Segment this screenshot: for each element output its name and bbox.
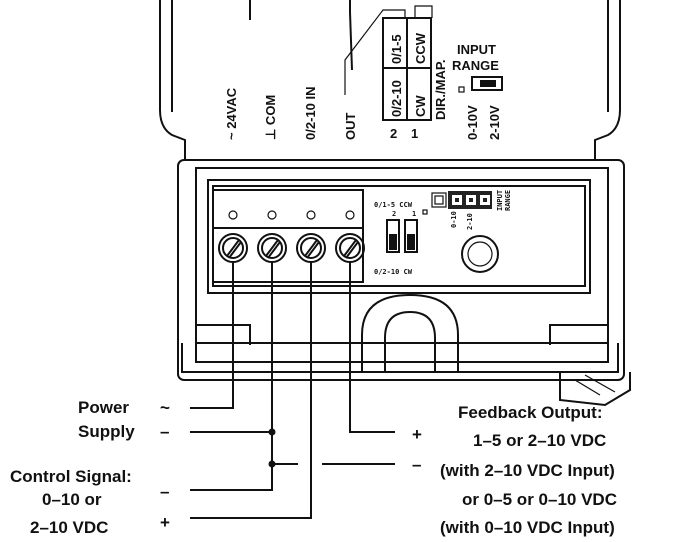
control-label-3: 2–10 VDC — [30, 518, 108, 537]
led-indicator — [461, 235, 499, 273]
label-2-10v: 2-10V — [487, 105, 502, 140]
input-range-title-2: RANGE — [452, 58, 499, 73]
label-col2-top: CCW — [413, 32, 428, 64]
power-symbol: ~ — [160, 398, 170, 417]
top-terminal-labels: ~ 24VAC ⊥ COM 0/2-10 IN OUT — [224, 87, 358, 140]
label-24vac: ~ 24VAC — [224, 87, 239, 140]
label-in: 0/2-10 IN — [303, 87, 318, 140]
terminal-screw-3 — [296, 233, 326, 263]
control-label-1: Control Signal: — [10, 467, 132, 486]
label-num2: 2 — [390, 126, 397, 141]
feedback-line-2: 1–5 or 2–10 VDC — [473, 431, 606, 450]
feedback-line-5: (with 0–10 VDC Input) — [440, 518, 615, 537]
control-label-2: 0–10 or — [42, 490, 102, 509]
svg-text:2: 2 — [392, 210, 396, 218]
input-range-legend: INPUT RANGE 0-10V 2-10V — [452, 42, 503, 140]
svg-text:INPUT: INPUT — [496, 190, 504, 211]
terminal-screw-1 — [218, 233, 248, 263]
feedback-line-4: or 0–5 or 0–10 VDC — [462, 490, 617, 509]
jumper-icon — [480, 80, 496, 87]
out-leader-line — [344, 9, 406, 95]
callout-labels: Power ~ Supply – Control Signal: 0–10 or… — [10, 398, 617, 537]
label-col2-bottom: CW — [413, 95, 428, 117]
terminal-screw-4 — [335, 233, 365, 263]
label-dir-map: DIR./MAP. — [433, 60, 448, 120]
feedback-line-3: (with 2–10 VDC Input) — [440, 461, 615, 480]
lower-housing — [177, 159, 631, 407]
terminal-screw-2 — [257, 233, 287, 263]
label-0-10v: 0-10V — [465, 105, 480, 140]
control-plus: + — [160, 513, 170, 532]
input-range-title-1: INPUT — [457, 42, 496, 57]
label-col1-top: 0/1-5 — [389, 34, 404, 64]
board-jumper: 0-10 2-10 INPUT RANGE — [431, 190, 512, 273]
board-sw-bottom: 0/2-10 CW — [374, 268, 413, 276]
svg-text:0-10: 0-10 — [450, 211, 458, 228]
feedback-minus: – — [412, 455, 421, 474]
feedback-plus: + — [412, 425, 422, 444]
svg-text:RANGE: RANGE — [504, 190, 512, 211]
supply-label: Supply — [78, 422, 135, 441]
label-com: ⊥ COM — [263, 95, 278, 140]
label-col1-bottom: 0/2-10 — [389, 80, 404, 117]
label-num1: 1 — [411, 126, 418, 141]
feedback-line-1: Feedback Output: — [458, 403, 603, 422]
control-minus: – — [160, 482, 169, 501]
wires — [190, 262, 395, 519]
svg-text:2-10: 2-10 — [466, 213, 474, 230]
svg-text:1: 1 — [412, 210, 416, 218]
supply-symbol: – — [160, 422, 169, 441]
switch-legend: 0/1-5 CCW 0/2-10 CW DIR./MAP. 2 1 — [382, 17, 448, 141]
board-sw-top: 0/1-5 CCW — [374, 201, 413, 209]
dip-switch: 0/1-5 CCW 2 1 0/2-10 CW — [374, 201, 428, 276]
terminal-block — [212, 189, 365, 283]
power-label: Power — [78, 398, 129, 417]
label-out: OUT — [343, 113, 358, 141]
